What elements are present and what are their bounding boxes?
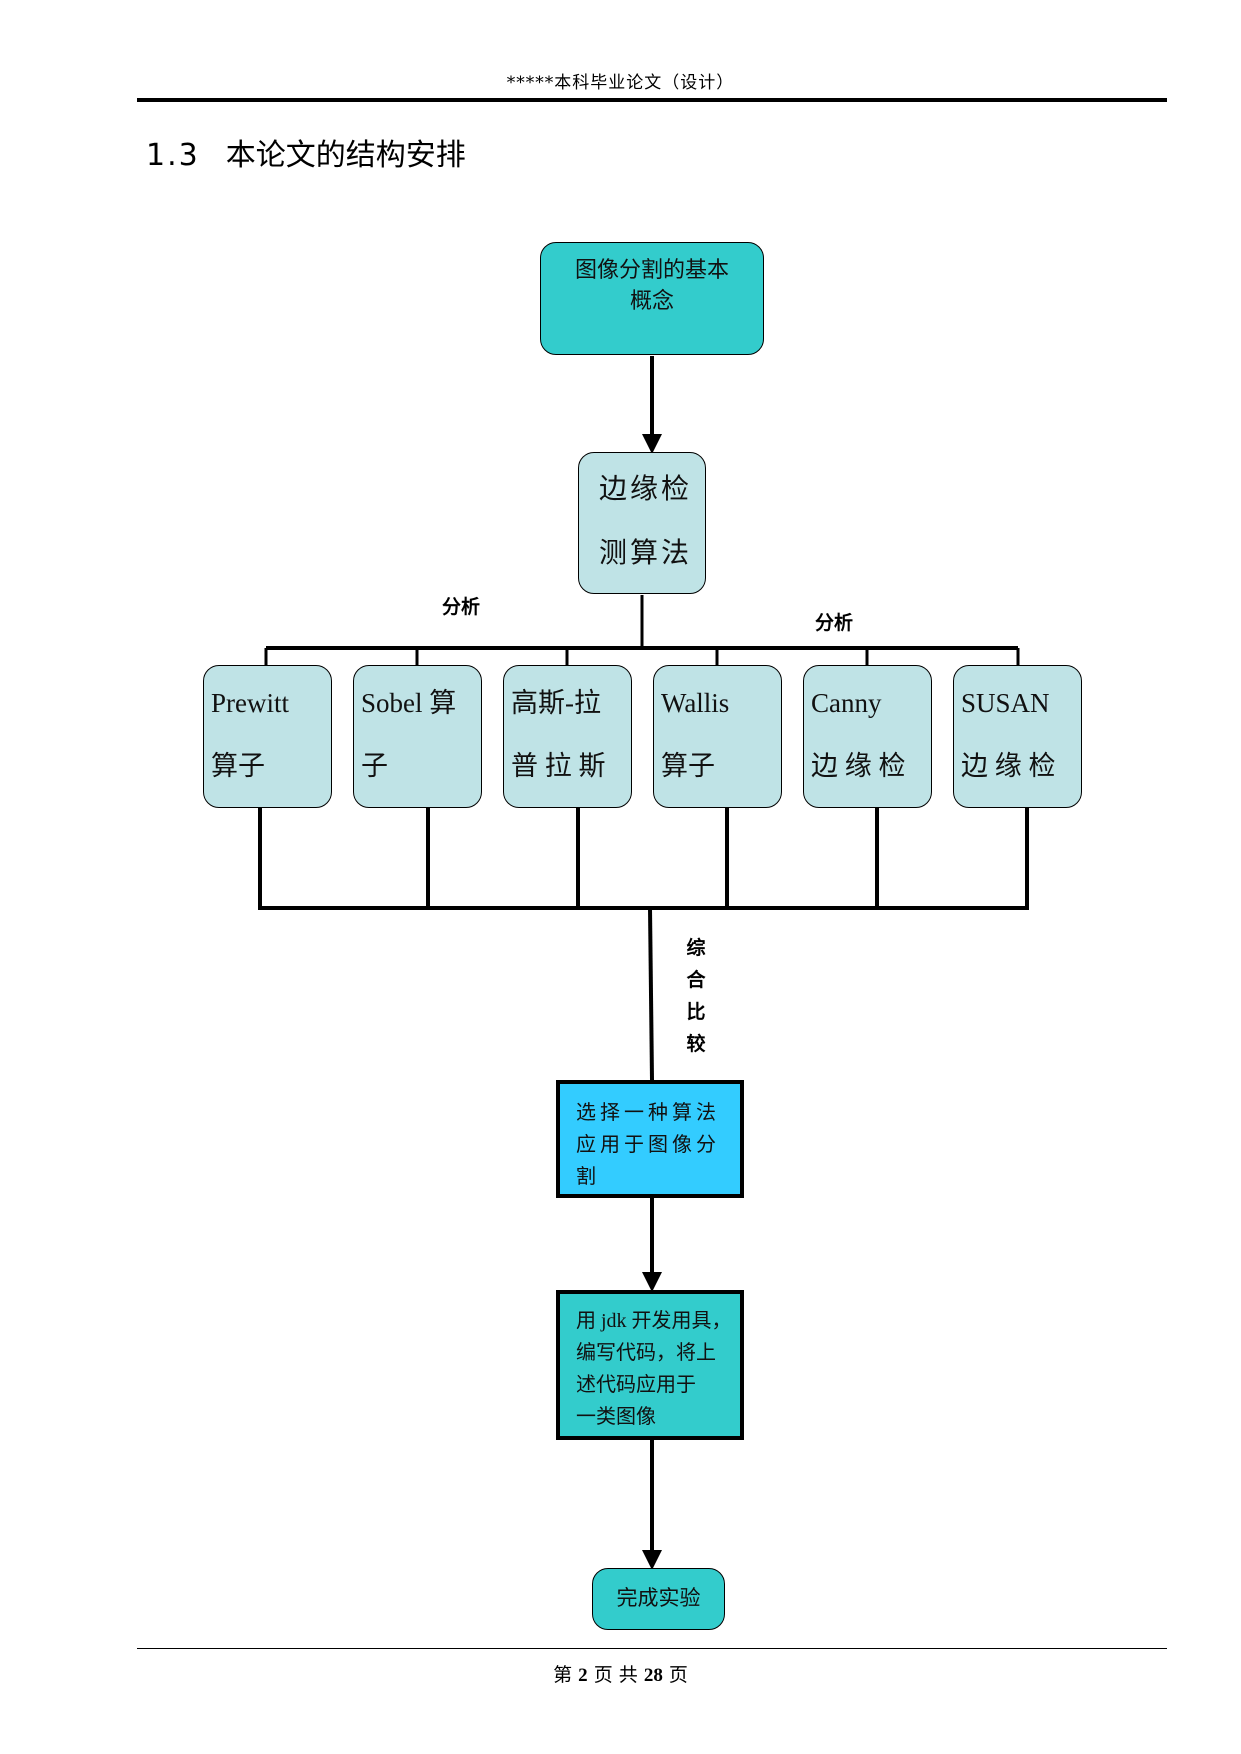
node-line: 割 [576, 1164, 600, 1188]
algo-desc: 算子 [661, 751, 715, 781]
algo-name: Canny [811, 688, 882, 718]
node-line: 应用于图像分 [576, 1132, 720, 1156]
algo-desc: 子 [361, 751, 388, 781]
algo-name: Sobel 算 [361, 688, 457, 718]
analysis-label-right: 分析 [815, 612, 854, 634]
section-title-text: 本论文的结构安排 [225, 138, 466, 173]
section-number: 1.3 [146, 138, 200, 173]
algo-desc: 普 拉 斯 [511, 751, 606, 781]
algo-desc: 算子 [211, 751, 265, 781]
node-line: 选择一种算法 [576, 1100, 720, 1124]
connector-to-choose [648, 907, 654, 1081]
node-edge-detection: 边缘检 测算法 [578, 452, 706, 594]
algo-name: 高斯-拉 [511, 688, 601, 718]
node-line: 述代码应用于 [576, 1374, 696, 1396]
page-footer: 第 2 页 共 28 页 [553, 1664, 688, 1686]
node-line: 用 jdk 开发用具， [576, 1310, 732, 1332]
node-canny: Canny 边 缘 检 [803, 665, 932, 808]
node-complete-experiment: 完成实验 [592, 1568, 725, 1630]
node-wallis: Wallis 算子 [653, 665, 782, 808]
node-sobel: Sobel 算 子 [353, 665, 482, 808]
header-rule [137, 98, 1167, 102]
algo-desc: 边 缘 检 [961, 751, 1056, 781]
analysis-label-left: 分析 [442, 596, 481, 618]
algo-desc: 边 缘 检 [811, 751, 906, 781]
node-choose-algorithm: 选择一种算法 应用于图像分 割 [556, 1080, 744, 1198]
node-image-segmentation-concept: 图像分割的基本 概念 [540, 242, 764, 355]
algo-name: Wallis [661, 688, 730, 718]
node-line: 编写代码，将上 [576, 1342, 716, 1364]
current-page-number: 2 [578, 1665, 588, 1686]
compare-label: 综 合 比 较 [686, 937, 706, 1055]
node-prewitt: Prewitt 算子 [203, 665, 332, 808]
running-header: *****本科毕业论文（设计） [506, 73, 735, 93]
node-line: 边缘检 [599, 472, 693, 505]
node-line: 一类图像 [576, 1406, 656, 1428]
node-jdk-implementation: 用 jdk 开发用具， 编写代码，将上 述代码应用于 一类图像 [556, 1290, 744, 1440]
footer-rule [137, 1648, 1167, 1649]
algo-name: Prewitt [211, 688, 289, 718]
total-page-count: 28 [643, 1665, 663, 1686]
section-heading: 1.3 本论文的结构安排 [146, 130, 466, 174]
algo-name: SUSAN [961, 688, 1050, 718]
node-line: 概念 [629, 289, 674, 314]
node-line: 测算法 [599, 536, 693, 569]
node-susan: SUSAN 边 缘 检 [953, 665, 1082, 808]
node-gauss-laplace: 高斯-拉 普 拉 斯 [503, 665, 632, 808]
node-line: 图像分割的基本 [574, 258, 729, 283]
